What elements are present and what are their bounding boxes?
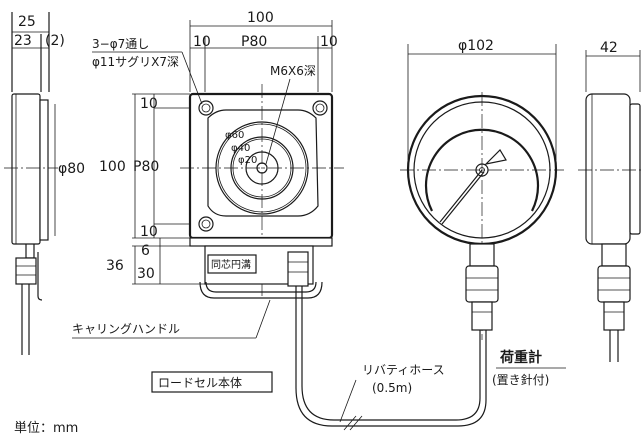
groove-label: 同芯円溝 — [211, 258, 251, 271]
callout-hose-length: (0.5m) — [372, 381, 412, 395]
gauge-label: 荷重計 — [499, 349, 542, 366]
dim-edge-top: 10 — [140, 96, 158, 112]
dim-edge-right: 10 — [320, 34, 338, 50]
callout-hose: リバティホース — [362, 363, 445, 377]
dim-edge-bottom: 10 — [140, 224, 158, 240]
load-cell-front-view: 100 10 P80 10 10 100 P80 10 — [72, 10, 344, 393]
dim-side-body: 23 — [14, 33, 32, 49]
load-cell-label: ロードセル本体 — [158, 376, 242, 390]
dim-d60: φ60 — [225, 130, 244, 141]
dim-edge-left: 10 — [193, 34, 211, 50]
dim-side-diameter: φ80 — [58, 161, 85, 177]
dim-cell-width: 100 — [247, 10, 274, 26]
mounting-holes — [198, 100, 328, 232]
callout-holes: 3−φ7通し — [92, 37, 149, 51]
load-cell-side-view: 25 23 (2) φ80 — [4, 12, 85, 355]
gauge-note: (置き針付) — [492, 372, 549, 387]
dim-base-total: 36 — [106, 258, 124, 274]
dim-base-lower: 30 — [137, 266, 155, 282]
dim-pitch-y: P80 — [133, 159, 159, 175]
gauge-side-view: 42 — [578, 40, 644, 362]
gauge-front-view: φ102 荷重計 (置き針付) — [400, 38, 566, 387]
dim-pitch-x: P80 — [241, 34, 267, 50]
dim-gauge-diameter: φ102 — [458, 38, 494, 54]
unit-label: 単位：mm — [14, 420, 78, 436]
dim-side-gap: (2) — [45, 33, 65, 49]
dim-d20: φ20 — [238, 155, 257, 166]
callout-tap: M6X6深 — [270, 64, 316, 78]
dim-base-upper: 6 — [141, 243, 150, 259]
dim-cell-height: 100 — [99, 159, 126, 175]
hose: リバティホース (0.5m) — [295, 286, 487, 431]
dim-gauge-depth: 42 — [600, 40, 618, 56]
dim-side-width: 25 — [18, 14, 36, 30]
dim-d40: φ40 — [231, 143, 250, 154]
callout-handle: キャリングハンドル — [72, 322, 180, 336]
callout-counterbore: φ11サグリX7深 — [92, 55, 179, 69]
